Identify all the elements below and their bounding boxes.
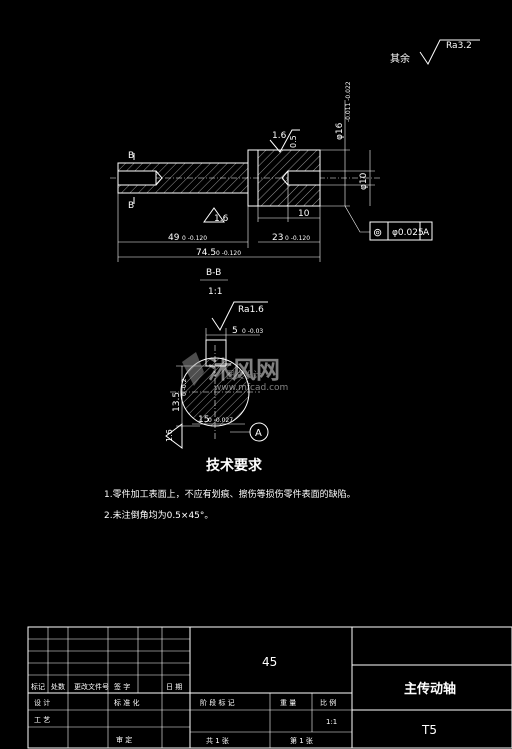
designer-label: 设 计 xyxy=(34,698,50,707)
sheet-number: 第 1 张 xyxy=(290,736,313,745)
rev-header-doc: 更改文件号 xyxy=(74,682,109,691)
watermark-logo-icon xyxy=(182,352,204,386)
rev-header-sign: 签 字 xyxy=(114,682,130,691)
section-keyway xyxy=(205,339,227,367)
datum-circle xyxy=(249,422,269,442)
dim-dia-small: φ10 xyxy=(359,172,369,190)
section-mark-top: B xyxy=(128,151,134,161)
tech-title: 技术要求 xyxy=(206,457,263,474)
section-roughness-left-value: 1.6 xyxy=(165,429,174,442)
part-name: 主传动轴 xyxy=(404,681,456,697)
section-dim-top: 5 xyxy=(232,326,238,336)
drawing-number: T5 xyxy=(421,723,437,737)
section-scale: 1:1 xyxy=(208,287,222,297)
tech-item-1: 1.零件加工表面上，不应有划痕、擦伤等损伤零件表面的缺陷。 xyxy=(104,488,356,500)
tolerance-frame: ⊚ φ0.025 A xyxy=(369,221,433,241)
section-mark-bottom: B xyxy=(128,201,134,211)
dim-right-tol: 0 -0.120 xyxy=(285,235,310,242)
rev-header-mark: 标记 xyxy=(31,682,45,691)
watermark-brand: 沐风网 xyxy=(208,356,280,384)
stage-header: 阶 段 标 记 xyxy=(200,698,235,707)
tolerance-value: φ0.025 xyxy=(392,228,424,238)
sheets-total: 共 1 张 xyxy=(206,736,229,745)
weight-header: 重 量 xyxy=(280,699,296,707)
remaining-roughness-label: 其余 xyxy=(390,52,410,65)
tech-requirements: 技术要求 1.零件加工表面上，不应有划痕、擦伤等损伤零件表面的缺陷。 2.未注倒… xyxy=(104,457,356,521)
dim-dia-large-tol: -0.011 -0.022 xyxy=(345,81,352,122)
section-dim-bottom-tol: 0 -0.027 xyxy=(208,417,233,424)
watermark-url: www.mfcad.com xyxy=(214,383,288,393)
dim-total-length: 74.5 xyxy=(196,248,216,258)
concentricity-icon: ⊚ xyxy=(373,226,382,239)
watermark-subtitle: 图文设计 xyxy=(226,369,262,381)
section-dim-side: 13.5 xyxy=(172,392,182,412)
roughness-top-value: 1.6 xyxy=(272,131,287,141)
dim-mid-length: 10 xyxy=(298,209,310,219)
rev-header-date: 日 期 xyxy=(166,683,182,691)
section-roughness-value: Ra1.6 xyxy=(238,305,264,315)
craft-label: 工 艺 xyxy=(34,716,50,724)
section-dim-side-tol: 0 -0.2 xyxy=(181,378,188,396)
section-datum: A xyxy=(255,428,262,439)
watermark: 沐风网 图文设计 www.mfcad.com xyxy=(182,352,288,393)
rev-header-count: 处数 xyxy=(51,682,65,691)
section-roughness-icon xyxy=(211,301,268,331)
tech-item-2: 2.未注倒角均为0.5×45°。 xyxy=(104,509,213,521)
section-label: B-B xyxy=(206,268,221,278)
material-value: 45 xyxy=(262,655,277,669)
dim-left-length: 49 xyxy=(168,233,180,243)
dim-dia-large: φ16 xyxy=(335,122,345,140)
roughness-top-icon xyxy=(269,129,300,153)
scale-header: 比 例 xyxy=(320,698,336,707)
shaft-left-bore xyxy=(117,170,157,186)
title-block: 标记 处数 更改文件号 签 字 日 期 设 计 标 准 化 工 艺 审 定 45… xyxy=(27,626,512,749)
main-view: B B 1.6 1.6 0.5 φ16 -0.011 -0.022 φ10 ⊚ … xyxy=(110,81,433,262)
tolerance-datum: A xyxy=(423,228,430,238)
roughness-bottom-icon xyxy=(203,207,225,223)
section-dim-top-tol: 0 -0.03 xyxy=(242,328,263,335)
scale-value: 1:1 xyxy=(326,718,337,726)
roughness-bottom-value: 1.6 xyxy=(214,214,229,224)
dim-step-value: 0.5 xyxy=(289,135,298,148)
dim-right-length: 23 xyxy=(272,233,283,243)
approve-label: 审 定 xyxy=(116,735,132,744)
roughness-symbol-icon xyxy=(419,39,480,65)
dim-left-tol: 0 -0.120 xyxy=(182,235,207,242)
remaining-roughness-value: Ra3.2 xyxy=(446,41,472,51)
section-dim-bottom: 15 xyxy=(198,415,209,425)
standard-label: 标 准 化 xyxy=(114,698,139,707)
shaft-right-bore xyxy=(287,170,321,186)
dim-total-tol: 0 -0.120 xyxy=(216,250,241,257)
section-roughness-left-icon xyxy=(165,423,183,449)
remaining-roughness: 其余 Ra3.2 xyxy=(390,39,480,65)
